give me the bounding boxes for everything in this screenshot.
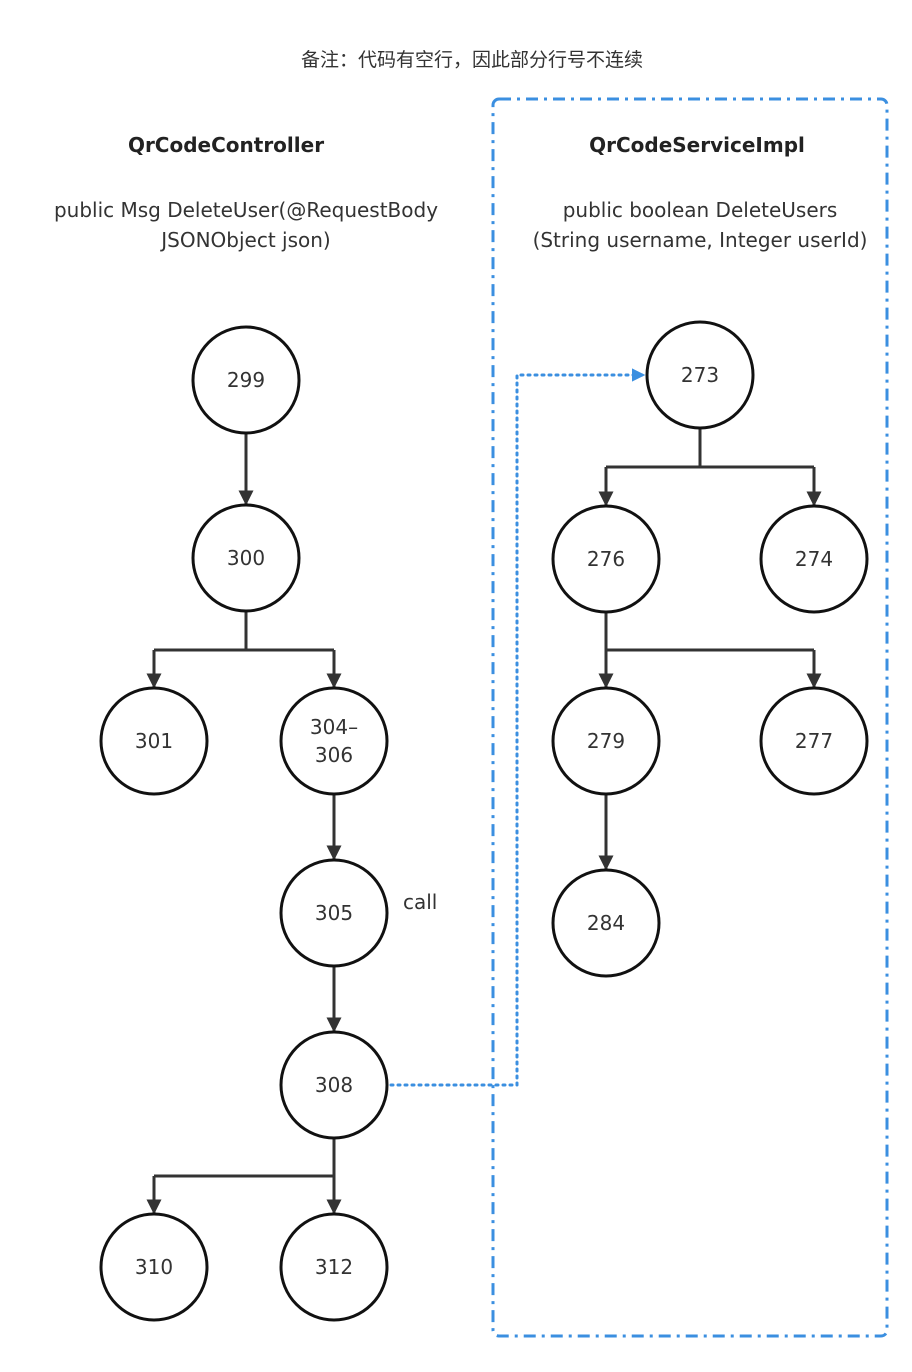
service-node-276: 276 [551,504,661,614]
service-node-279: 279 [551,686,661,796]
call-label: call [403,890,437,914]
service-signature-line2: (String username, Integer userId) [533,228,868,252]
service-node-label-273: 273 [681,363,719,387]
service-node-label-274: 274 [795,547,833,571]
controller-node-304-306: 304– 306 [279,686,389,796]
edges-layer [146,428,822,1215]
service-node-circle-274 [759,504,869,614]
controller-node-circle-312 [279,1212,389,1322]
service-node-circle-277 [759,686,869,796]
controller-node-circle-308 [279,1030,389,1140]
service-node-label-277: 277 [795,729,833,753]
controller-signature-line2: JSONObject json) [159,228,330,252]
controller-node-305: 305 [279,858,389,968]
service-node-277: 277 [759,686,869,796]
controller-node-circle-304-306 [279,686,389,796]
controller-signature-line1: public Msg DeleteUser(@RequestBody [54,198,438,222]
service-signature-line1: public boolean DeleteUsers [563,198,838,222]
service-node-284: 284 [551,868,661,978]
controller-node-312: 312 [279,1212,389,1322]
controller-node-299: 299 [191,325,301,435]
controller-node-label-299: 299 [227,368,265,392]
controller-node-308: 308 [279,1030,389,1140]
controller-node-310: 310 [99,1212,209,1322]
controller-node-circle-300 [191,503,301,613]
controller-node-circle-310 [99,1212,209,1322]
service-node-label-276: 276 [587,547,625,571]
controller-node-300: 300 [191,503,301,613]
controller-node-label-304-306-line2: 306 [315,743,353,767]
controller-node-label-304-306-line1: 304– [310,715,358,739]
controller-node-301: 301 [99,686,209,796]
service-node-273: 273 [645,320,755,430]
nodes-layer: 299 300 301 304– 306 305 308 310 312 273 276 274 279… [99,320,869,1322]
service-node-274: 274 [759,504,869,614]
controller-node-circle-299 [191,325,301,435]
controller-node-label-312: 312 [315,1255,353,1279]
controller-title: QrCodeController [128,133,324,157]
controller-node-circle-301 [99,686,209,796]
call-link-308-to-273 [389,368,646,1087]
controller-node-label-305: 305 [315,901,353,925]
service-group-box [491,97,889,1338]
service-node-circle-273 [645,320,755,430]
controller-node-label-310: 310 [135,1255,173,1279]
controller-node-label-308: 308 [315,1073,353,1097]
service-node-label-279: 279 [587,729,625,753]
controller-node-circle-305 [279,858,389,968]
service-title: QrCodeServiceImpl [589,133,805,157]
service-node-label-284: 284 [587,911,625,935]
call-link-layer [389,368,646,1087]
service-node-circle-284 [551,868,661,978]
service-node-circle-279 [551,686,661,796]
controller-node-label-300: 300 [227,546,265,570]
note-text: 备注：代码有空行，因此部分行号不连续 [301,49,643,71]
controller-node-label-301: 301 [135,729,173,753]
service-node-circle-276 [551,504,661,614]
